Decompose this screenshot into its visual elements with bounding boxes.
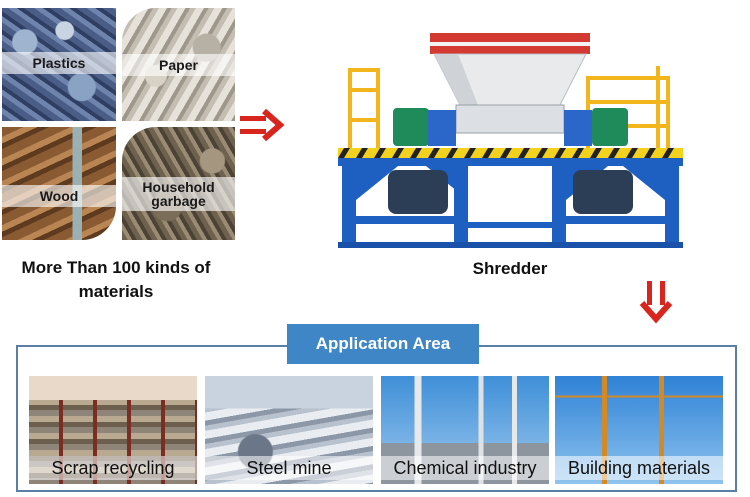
chemical-industry-label: Chemical industry bbox=[381, 456, 549, 480]
building-materials-image: Building materials bbox=[555, 376, 723, 484]
scrap-recycling-image: Scrap recycling bbox=[29, 376, 197, 484]
application-area-title: Application Area bbox=[287, 324, 479, 364]
shredder-machine-image bbox=[338, 33, 683, 248]
plastics-label: Plastics bbox=[2, 52, 116, 74]
down-arrow-icon bbox=[639, 281, 673, 324]
paper-label: Paper bbox=[122, 54, 235, 76]
plastics-image: Plastics bbox=[2, 8, 116, 121]
building-materials-label: Building materials bbox=[555, 456, 723, 480]
wood-label: Wood bbox=[2, 185, 116, 207]
wood-image: Wood bbox=[2, 127, 116, 240]
household-garbage-image: Household garbage bbox=[122, 127, 235, 240]
paper-image: Paper bbox=[122, 8, 235, 121]
household-garbage-label: Household garbage bbox=[122, 177, 235, 211]
steel-mine-label: Steel mine bbox=[205, 456, 373, 480]
shredder-label: Shredder bbox=[472, 259, 548, 278]
scrap-recycling-label: Scrap recycling bbox=[29, 456, 197, 480]
right-arrow-icon bbox=[240, 108, 285, 142]
steel-mine-image: Steel mine bbox=[205, 376, 373, 484]
chemical-industry-image: Chemical industry bbox=[381, 376, 549, 484]
materials-caption: More Than 100 kinds of materials bbox=[21, 258, 211, 301]
